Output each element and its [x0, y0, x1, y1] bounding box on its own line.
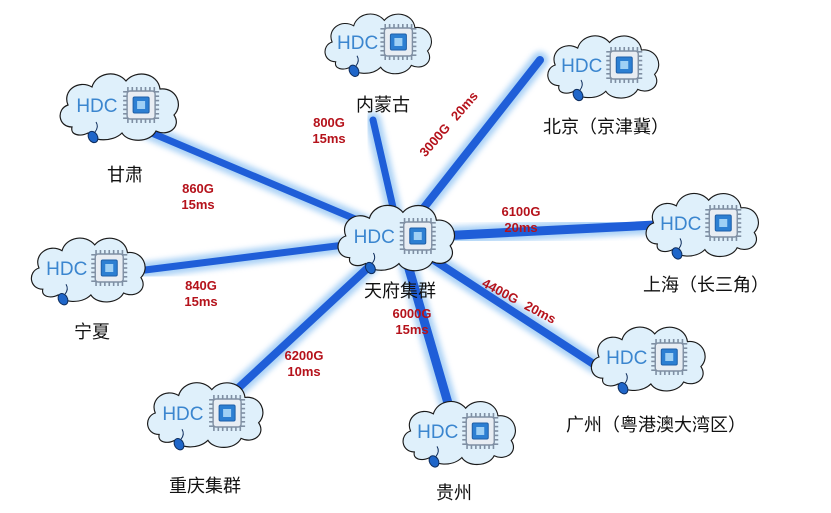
- node-label: 宁夏: [74, 322, 110, 343]
- node-shanghai: HDC: [645, 192, 760, 260]
- hub-node: HDC: [337, 204, 456, 275]
- hdc-text: HDC: [354, 227, 395, 248]
- link-bandwidth: 3000G: [416, 120, 453, 159]
- mouse-icon: [671, 238, 683, 260]
- node-ningxia: HDC: [30, 237, 146, 306]
- cpu-chip-icon: [399, 218, 436, 254]
- cpu-chip-icon: [606, 47, 643, 83]
- node-label: 重庆集群: [169, 476, 241, 497]
- mouse-icon: [87, 121, 99, 144]
- link-bandwidth: 6200G: [284, 348, 323, 363]
- node-guangzhou: HDC: [590, 326, 706, 395]
- node-label: 贵州: [436, 483, 472, 504]
- cpu-chip-icon: [380, 24, 417, 60]
- hdc-text: HDC: [417, 422, 458, 443]
- mouse-icon: [572, 79, 584, 102]
- hdc-text: HDC: [337, 33, 378, 54]
- link-latency: 15ms: [312, 131, 345, 146]
- node-gansu: HDC: [59, 73, 180, 144]
- cpu-chip-icon: [651, 339, 688, 375]
- mouse-icon: [348, 55, 360, 77]
- link-latency: 15ms: [181, 197, 214, 212]
- link-latency: 15ms: [395, 322, 428, 337]
- node-label: 上海（长三角）: [643, 275, 769, 296]
- cpu-chip-icon: [462, 413, 499, 449]
- node-beijing: HDC: [547, 35, 660, 102]
- hdc-text: HDC: [561, 56, 602, 77]
- link-latency: 10ms: [287, 364, 320, 379]
- node-label: 广州（粤港澳大湾区）: [566, 415, 746, 436]
- link-latency: 15ms: [184, 294, 217, 309]
- node-chongqing: HDC: [146, 382, 264, 451]
- mouse-icon: [617, 372, 629, 395]
- link-bandwidth: 6100G: [501, 204, 540, 219]
- hdc-text: HDC: [606, 348, 647, 369]
- link-bandwidth: 800G: [313, 115, 345, 130]
- cpu-chip-icon: [209, 395, 246, 431]
- node-label: 天府集群: [364, 281, 436, 302]
- cpu-chip-icon: [123, 87, 160, 123]
- mouse-icon: [428, 446, 440, 468]
- link-bandwidth: 6000G: [392, 306, 431, 321]
- mouse-icon: [364, 252, 376, 275]
- link-latency: 20ms: [448, 88, 481, 123]
- cpu-chip-icon: [91, 250, 128, 286]
- mouse-icon: [173, 428, 185, 451]
- hdc-text: HDC: [162, 404, 203, 425]
- hdc-text: HDC: [46, 259, 87, 280]
- node-label: 内蒙古: [356, 95, 410, 116]
- link-bandwidth: 840G: [185, 278, 217, 293]
- nodes-layer: HDC 内蒙古 HDC 北京（京津冀） HDC 甘肃 HDC 宁夏 HDC 上海（长三角） HDC 广…: [30, 13, 769, 504]
- mouse-icon: [57, 283, 69, 306]
- hdc-text: HDC: [76, 96, 117, 117]
- node-label: 北京（京津冀）: [543, 117, 669, 138]
- link-latency: 20ms: [504, 220, 537, 235]
- hdc-text: HDC: [660, 214, 701, 235]
- node-label: 甘肃: [107, 165, 143, 186]
- node-neimenggu: HDC: [324, 13, 433, 77]
- link-bandwidth: 860G: [182, 181, 214, 196]
- node-guizhou: HDC: [402, 400, 517, 468]
- cpu-chip-icon: [705, 205, 742, 241]
